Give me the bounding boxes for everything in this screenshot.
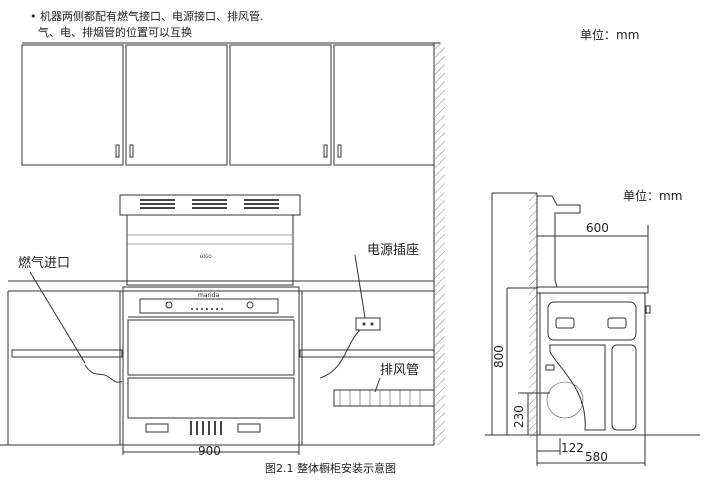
power-socket [355,317,381,331]
gas-inlet-label: 燃气进口 [18,255,70,271]
unit-label-side: 单位：mm [623,188,682,203]
figure-caption: 图2.1 整体橱柜安装示意图 [265,461,396,475]
side-view: 单位：mm 800 230 600 122 580 [485,188,700,466]
exhaust-pipe-label: 排风管 [380,363,419,378]
note-line-1: • 机器两侧都配有燃气接口、电源接口、排风管. [30,9,263,23]
note-line-2: 气、电、排烟管的位置可以互换 [38,25,192,39]
control-panel [139,298,279,314]
depth-top-dimension: 600 [586,221,609,235]
upper-cabinets [21,44,435,166]
range-hood: LOGO [119,194,301,286]
power-socket-label: 电源插座 [367,243,419,258]
svg-text:LOGO: LOGO [200,254,211,259]
countertop-side [536,286,649,294]
depth-bottom-dimension: 580 [585,450,608,464]
brand-logo: marida [198,292,219,299]
knob-left[interactable] [165,301,173,309]
unit-label-top: 单位：mm [580,27,639,42]
exhaust-pipe [333,389,435,407]
front-view: LOGO marida [0,42,445,475]
steam-oven-unit: marida [122,286,300,446]
height-dimension: 800 [492,345,506,368]
pipe-offset-dimension: 122 [561,441,584,455]
drawer-upper [127,319,295,376]
width-dimension: 900 [198,444,221,458]
pipe-height-dimension: 230 [512,405,526,428]
knob-right[interactable] [246,301,254,309]
drawer-lower [127,377,295,419]
